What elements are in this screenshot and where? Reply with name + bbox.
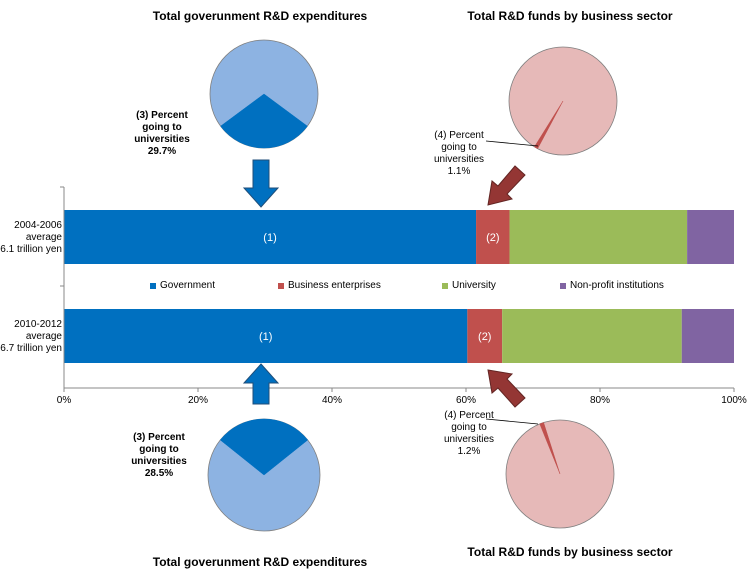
legend-item-university: University	[442, 280, 496, 291]
label-line: going to	[441, 142, 477, 153]
label-line: going to	[142, 122, 182, 133]
pie-slice-universities	[539, 422, 561, 475]
legend-item-nonprofit: Non-profit institutions	[560, 280, 664, 291]
top-left-pie-title: Total goverunment R&D expenditures	[152, 9, 368, 23]
top-right-pie-title: Total R&D funds by business sector	[467, 9, 673, 23]
label-line: (4) Percent	[444, 410, 494, 421]
legend-item-business: Business enterprises	[278, 280, 381, 291]
legend-swatch	[560, 282, 566, 289]
label-line: (4) Percent	[434, 130, 484, 141]
legend-item-government: Government	[150, 280, 215, 291]
bottom-right-pie-label: (4) Percent going to universities 1.2%	[435, 410, 503, 458]
label-line: universities	[131, 456, 187, 467]
bottom-left-pie-title: Total goverunment R&D expenditures	[152, 555, 368, 569]
row-label-2004: 2004-2006 average 6.1 trillion yen	[0, 220, 62, 256]
bar-segment-non-profit-institutions	[681, 309, 734, 363]
row-label-line: average	[25, 331, 62, 342]
red-up-left-arrow-icon	[487, 369, 526, 408]
bottom-left-pie	[207, 418, 321, 532]
bar-segment-university	[509, 210, 688, 264]
legend-label: Non-profit institutions	[570, 280, 664, 291]
top-right-pie-label: (4) Percent going to universities 1.1%	[425, 130, 493, 178]
legend-label: Government	[160, 280, 216, 291]
label-line: (3) Percent	[136, 110, 188, 121]
row-label-2010: 2010-2012 average 6.7 trillion yen	[0, 319, 62, 355]
x-tick-label: 80%	[589, 395, 611, 406]
row-label-line: 6.7 trillion yen	[0, 343, 62, 354]
legend-label: Business enterprises	[288, 280, 381, 291]
bar-segment-label: (1)	[263, 232, 276, 244]
bottom-right-pie-title: Total R&D funds by business sector	[467, 545, 673, 559]
row-label-line: average	[25, 232, 62, 243]
red-down-left-arrow-icon	[487, 165, 526, 206]
label-value: 1.1%	[447, 166, 471, 177]
leader-line	[485, 418, 539, 425]
blue-up-arrow-icon	[242, 363, 280, 405]
x-tick-label: 0%	[56, 395, 72, 406]
bar-segment-non-profit-institutions	[687, 210, 734, 264]
bottom-left-pie-label: (3) Percent going to universities 28.5%	[115, 432, 203, 480]
legend-swatch	[278, 282, 284, 289]
blue-down-arrow-icon	[242, 159, 280, 208]
pie-charts	[207, 39, 618, 532]
top-left-pie	[209, 39, 319, 149]
x-tick-label: 100%	[721, 395, 747, 406]
stacked-bars: (1) (2) (1) (2)	[64, 210, 734, 363]
bar-segment-business-enterprises	[467, 309, 503, 363]
label-line: going to	[451, 422, 487, 433]
label-line: universities	[433, 154, 485, 165]
arrows	[242, 159, 526, 408]
label-line: (3) Percent	[133, 432, 185, 443]
pie-slice-universities	[220, 93, 308, 149]
label-value: 29.7%	[147, 146, 177, 157]
bar-segment-university	[502, 309, 682, 363]
row-label-line: 6.1 trillion yen	[0, 244, 62, 255]
label-line: going to	[139, 444, 179, 455]
bar-segment-label: (2)	[478, 331, 491, 343]
legend-label: University	[452, 280, 496, 291]
leader-line	[485, 140, 539, 147]
row-label-line: 2004-2006	[14, 220, 62, 231]
top-left-pie-label: (3) Percent going to universities 29.7%	[118, 110, 206, 158]
label-value: 28.5%	[144, 468, 174, 479]
legend-swatch	[150, 282, 156, 289]
label-line: universities	[443, 434, 495, 445]
label-value: 1.2%	[457, 446, 481, 457]
bar-segment-business-enterprises	[476, 210, 510, 264]
bar-segment-label: (2)	[486, 232, 499, 244]
legend-swatch	[442, 282, 448, 289]
x-tick-label: 40%	[321, 395, 343, 406]
row-label-line: 2010-2012	[14, 319, 62, 330]
x-tick-label: 60%	[455, 395, 477, 406]
bar-segment-government	[64, 210, 477, 264]
x-axis	[60, 186, 735, 392]
top-right-pie	[508, 46, 618, 156]
pie-slice-universities	[534, 100, 564, 150]
bar-segment-label: (1)	[259, 331, 272, 343]
bar-segment-government	[64, 309, 468, 363]
pie-slice-universities	[219, 418, 309, 476]
bottom-right-pie	[505, 419, 615, 529]
label-line: universities	[134, 134, 190, 145]
x-tick-label: 20%	[187, 395, 209, 406]
